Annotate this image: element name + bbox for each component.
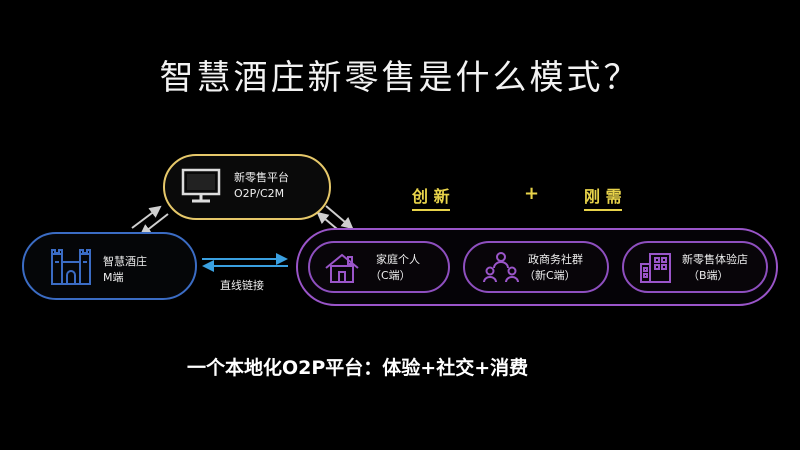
- consumer-store: [622, 241, 768, 293]
- castle-icon: [51, 249, 91, 285]
- consumer-family-sublabel: （C端）: [370, 269, 411, 282]
- direct-link-label: 直线链接: [220, 279, 264, 292]
- platform-sublabel: O2P/C2M: [234, 187, 285, 200]
- consumer-store-label: 新零售体验店: [682, 253, 748, 266]
- arrow-platform-to-winery: [139, 213, 169, 237]
- platform-label: 新零售平台: [234, 171, 289, 184]
- tag-innovation: 创 新: [412, 183, 450, 211]
- platform-node: [163, 154, 331, 220]
- consumer-family-label: 家庭个人: [376, 253, 420, 266]
- consumer-store-sublabel: （B端）: [688, 269, 729, 282]
- arrow-platform-to-consumers: [325, 205, 354, 230]
- monitor-icon: [181, 168, 221, 203]
- group-icon: [483, 252, 519, 283]
- caption: 一个本地化O2P平台：体验+社交+消费: [187, 357, 529, 379]
- winery-sublabel: M端: [103, 271, 124, 284]
- tag-need: 刚 需: [584, 183, 622, 211]
- tag-plus: +: [524, 183, 540, 204]
- consumer-community-label: 政商务社群: [528, 253, 583, 266]
- winery-label: 智慧酒庄: [103, 255, 147, 268]
- consumer-family: [308, 241, 450, 293]
- house-icon: [325, 253, 359, 283]
- consumer-community: [463, 241, 609, 293]
- arrow-winery-to-platform: [131, 205, 162, 229]
- building-icon: [640, 253, 671, 283]
- consumer-community-sublabel: （新C端）: [524, 269, 576, 282]
- page-title: 智慧酒庄新零售是什么模式？: [159, 58, 641, 98]
